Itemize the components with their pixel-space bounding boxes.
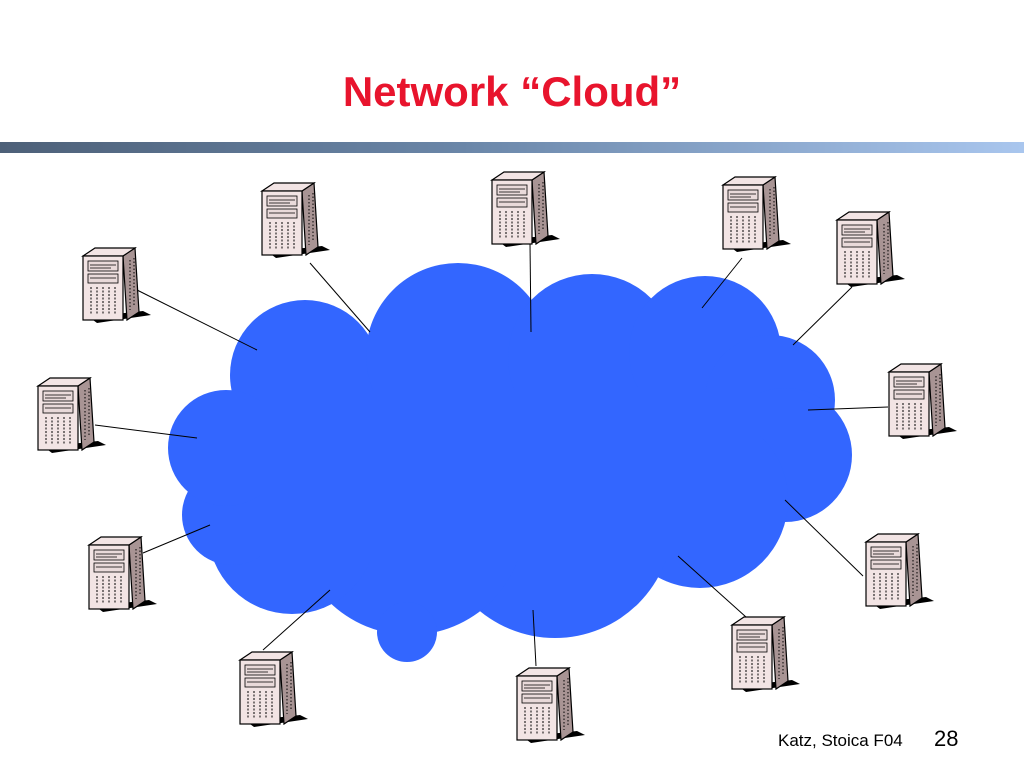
link-5 xyxy=(792,286,853,346)
server-icon xyxy=(836,211,906,288)
slide-page-number: 28 xyxy=(934,726,959,751)
link-9 xyxy=(532,609,537,667)
server-icon xyxy=(261,182,331,259)
link-1 xyxy=(136,289,258,351)
server-icon xyxy=(731,616,801,693)
server-icon xyxy=(722,176,792,253)
link-8 xyxy=(677,555,747,618)
link-3 xyxy=(529,242,532,333)
footer-credit: Katz, Stoica F04 xyxy=(778,731,903,750)
server-icon xyxy=(239,651,309,728)
server-icon xyxy=(88,536,158,613)
server-icon xyxy=(865,533,935,610)
link-10 xyxy=(262,589,331,651)
network-cloud xyxy=(168,263,852,662)
server-icon xyxy=(37,377,107,454)
link-7 xyxy=(784,499,864,577)
link-11 xyxy=(142,524,211,554)
server-icon xyxy=(888,363,958,440)
title-divider-bar xyxy=(0,142,1024,153)
slide-title: Network “Cloud” xyxy=(342,68,682,115)
network-links xyxy=(94,242,889,667)
server-icon xyxy=(82,247,152,324)
link-4 xyxy=(701,257,743,309)
server-icon xyxy=(516,667,586,744)
link-6 xyxy=(807,406,889,411)
link-12 xyxy=(94,424,198,439)
link-2 xyxy=(309,262,371,333)
server-icon xyxy=(491,171,561,248)
